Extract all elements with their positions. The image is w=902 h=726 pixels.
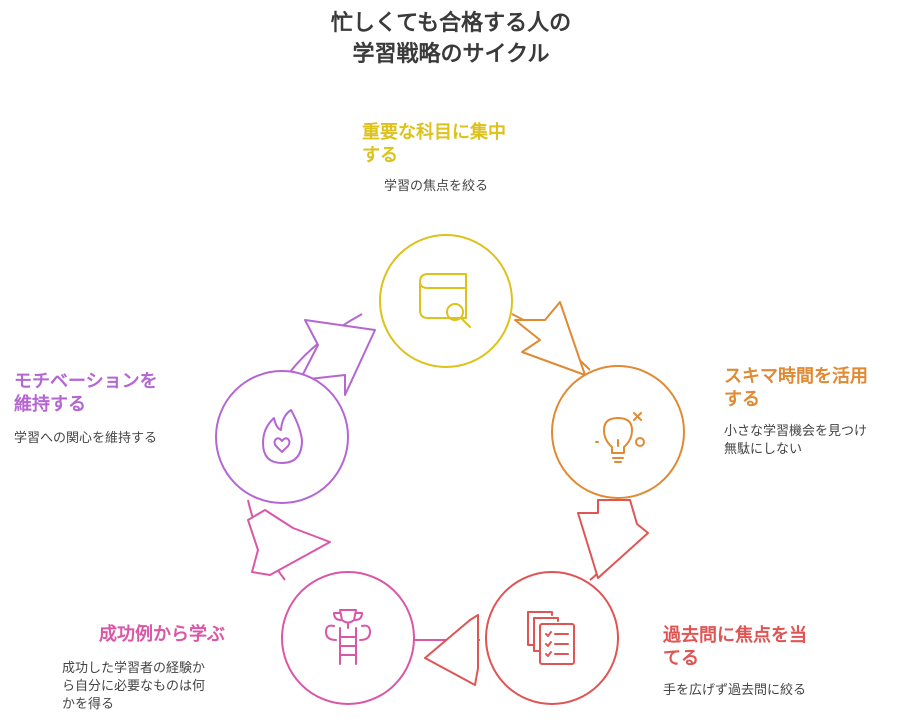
step-label-line-1: 重要な科目に集中 — [362, 122, 506, 143]
step-desc-motivation: 学習への関心を維持する — [14, 430, 157, 448]
step-label-past-exams: 過去問に焦点を当 てる — [663, 624, 807, 670]
trophy-ladder-icon — [325, 609, 371, 665]
step-circle-orange — [551, 365, 685, 499]
arrow-pink-to-purple — [247, 509, 331, 576]
step-label-line-2: 維持する — [14, 394, 86, 415]
arrow-purple-to-yellow — [299, 319, 376, 396]
step-desc-line-1: 手を広げず過去問に絞る — [663, 683, 807, 698]
title-line-1: 忙しくても合格する人の — [330, 11, 572, 36]
step-circle-purple — [215, 370, 349, 504]
step-desc-line-1: 小さな学習機会を見つけ — [724, 424, 868, 439]
heart-flame-icon — [262, 409, 303, 464]
book-search-icon — [419, 273, 471, 328]
step-label-line-2: する — [362, 145, 398, 166]
step-desc-line-3: かを得る — [62, 697, 115, 712]
step-label-line-1: 過去問に焦点を当 — [663, 625, 807, 646]
step-desc-line-2: 無駄にしない — [724, 442, 803, 457]
step-label-success-stories: 成功例から学ぶ — [99, 623, 225, 646]
step-label-motivation: モチベーションを 維持する — [14, 370, 158, 416]
arrow-red-to-pink — [424, 614, 479, 686]
step-desc-line-1: 学習の焦点を絞る — [384, 179, 489, 194]
step-label-line-1: スキマ時間を活用 — [724, 366, 868, 387]
arrow-orange-to-red — [577, 499, 649, 579]
step-desc-spare-time: 小さな学習機会を見つけ 無駄にしない — [724, 423, 867, 459]
diagram-title: 忙しくても合格する人の 学習戦略のサイクル — [0, 8, 902, 70]
checklist-documents-icon — [527, 611, 575, 665]
step-desc-past-exams: 手を広げず過去問に絞る — [663, 682, 806, 700]
step-label-spare-time: スキマ時間を活用 する — [724, 365, 868, 411]
step-desc-line-1: 成功した学習者の経験か — [62, 661, 206, 676]
step-label-focus-subjects: 重要な科目に集中 する — [362, 121, 506, 167]
step-circle-yellow — [379, 234, 513, 368]
step-desc-line-1: 学習への関心を維持する — [14, 431, 158, 446]
step-circle-red — [485, 571, 619, 705]
step-desc-focus-subjects: 学習の焦点を絞る — [384, 178, 488, 196]
lightbulb-icon — [595, 412, 645, 463]
step-label-line-1: モチベーションを — [14, 371, 158, 392]
step-desc-success-stories: 成功した学習者の経験か ら自分に必要なものは何 かを得る — [62, 660, 205, 714]
step-label-line-2: する — [724, 389, 760, 410]
title-line-2: 学習戦略のサイクル — [352, 42, 550, 67]
step-desc-line-2: ら自分に必要なものは何 — [62, 679, 206, 694]
arrow-yellow-to-orange — [514, 301, 586, 376]
step-label-line-1: 成功例から学ぶ — [99, 624, 225, 645]
step-label-line-2: てる — [663, 648, 699, 669]
